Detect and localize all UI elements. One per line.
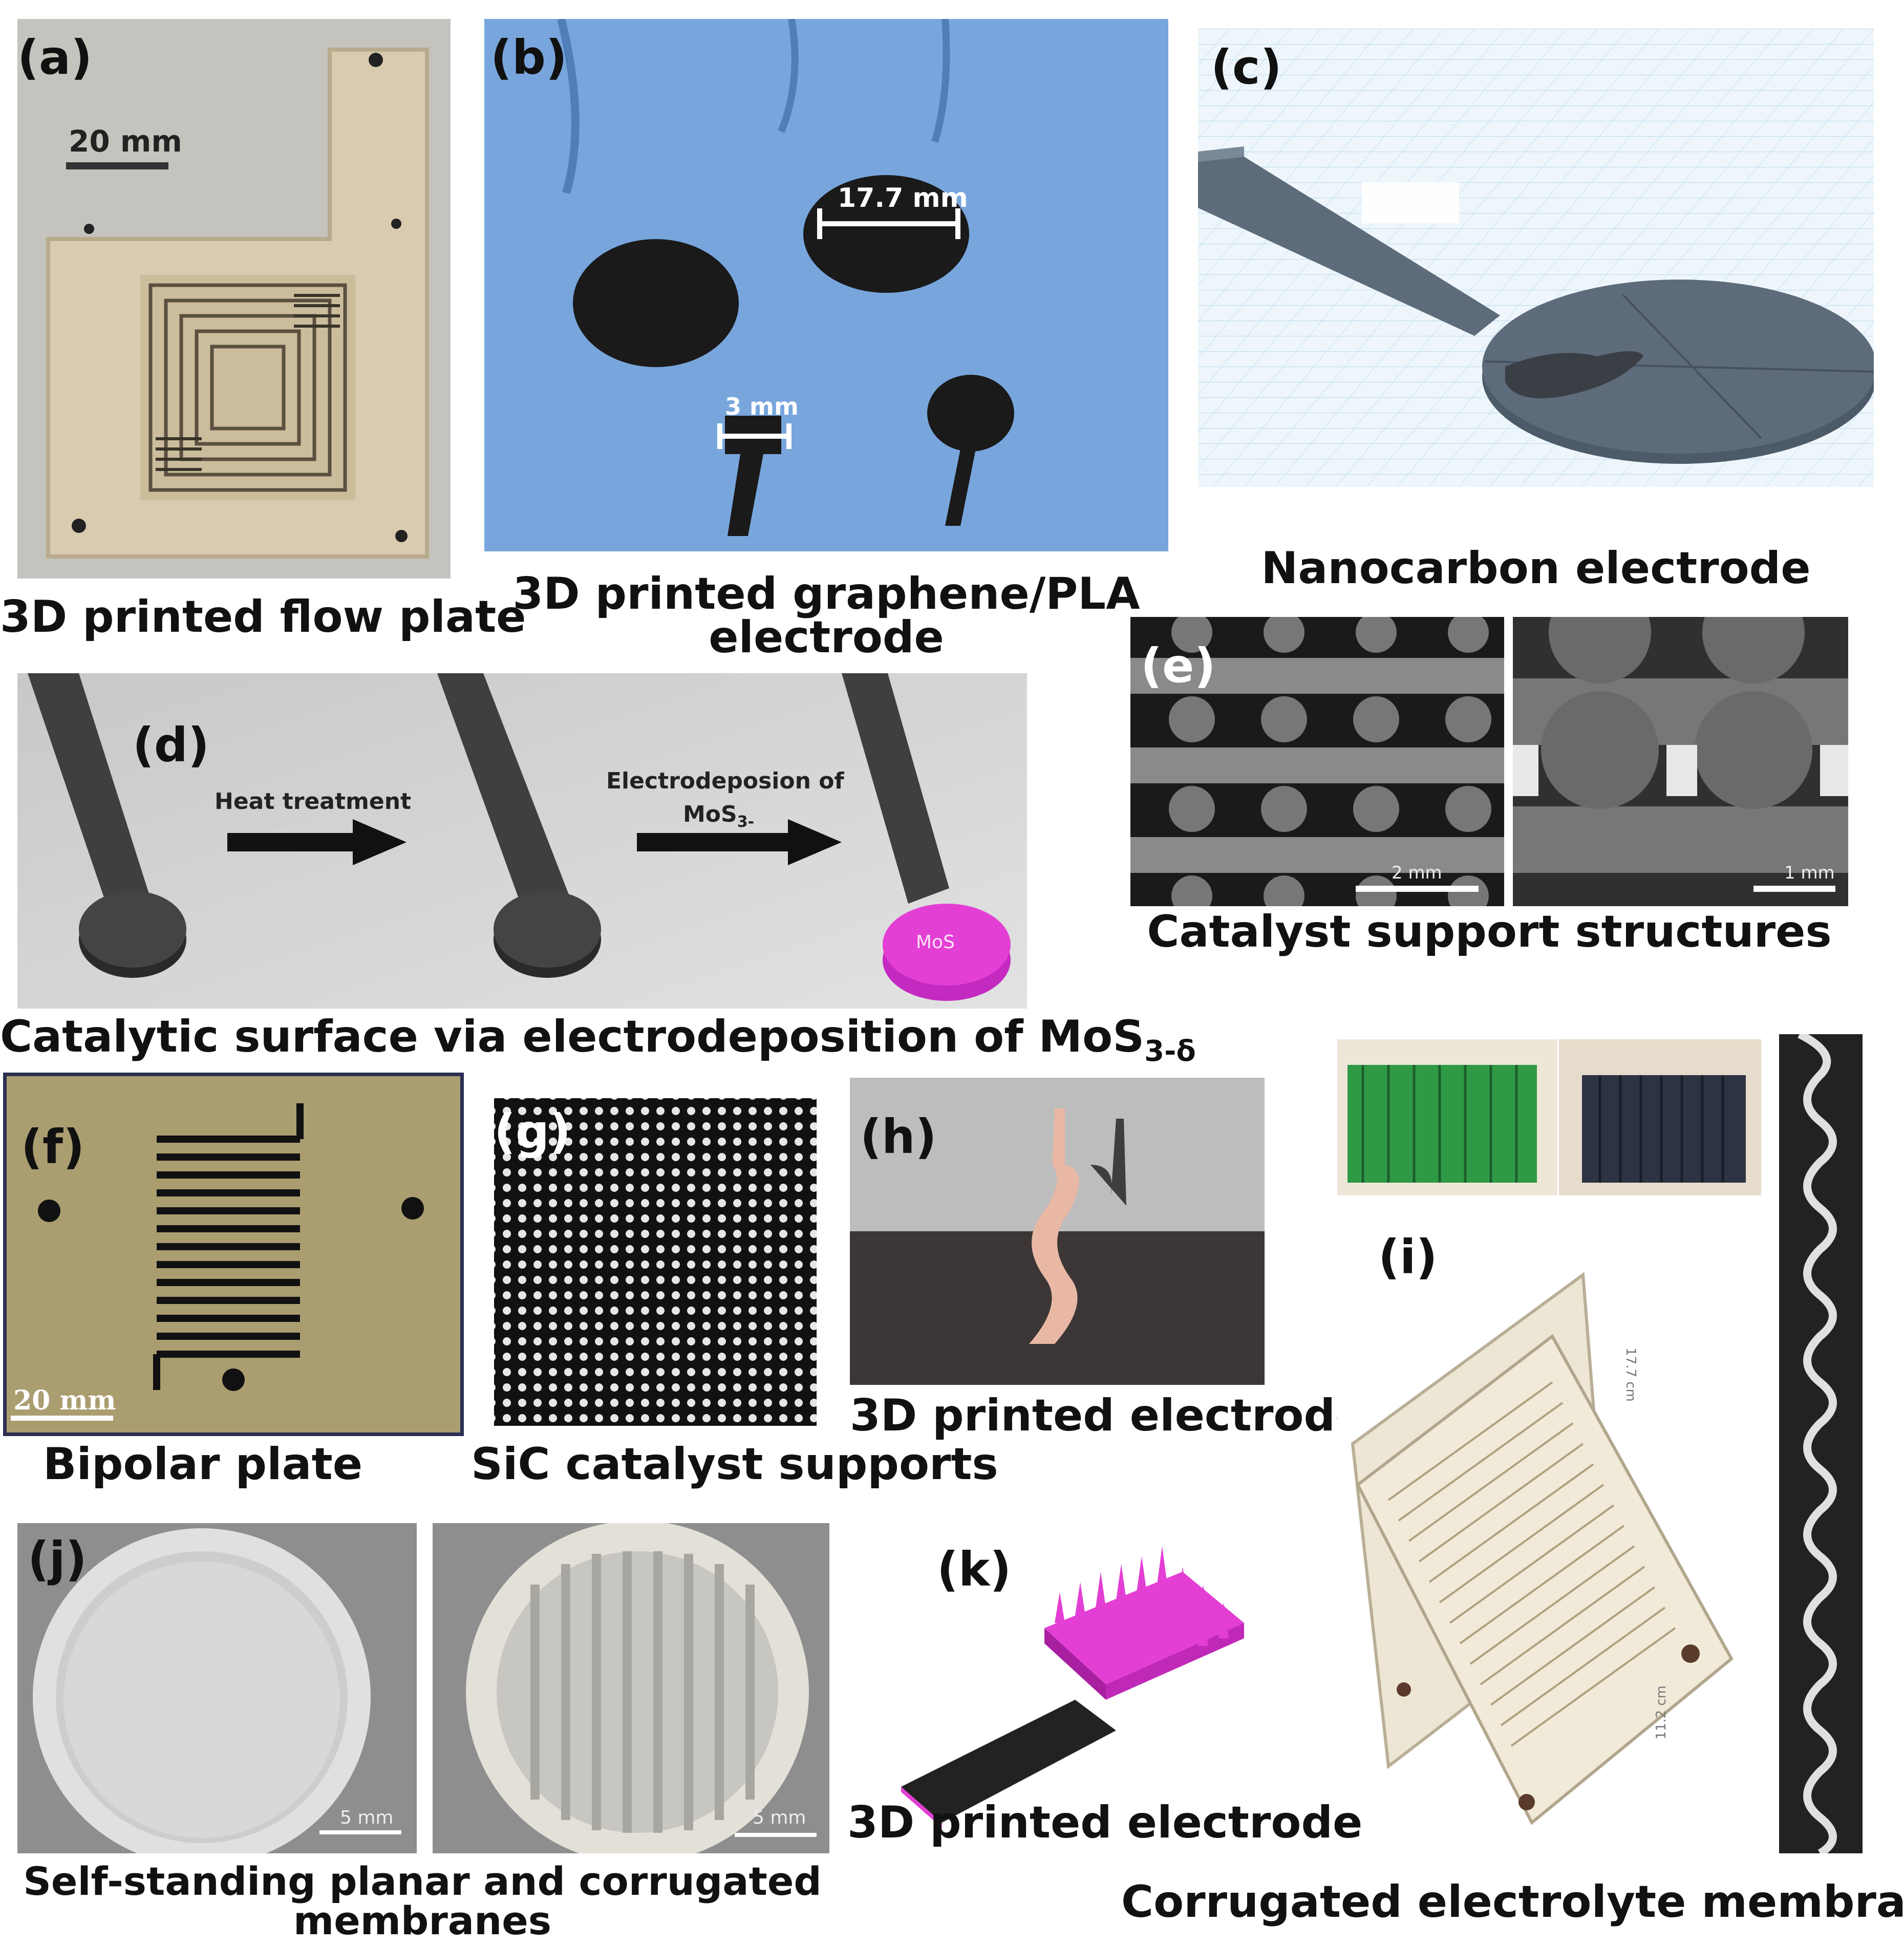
- panel-a-image: (a) 20 mm: [17, 19, 451, 579]
- panel-i-dim1: 17.7 cm: [1622, 1348, 1638, 1402]
- panel-d-caption: Catalytic surface via electrodeposition …: [0, 1014, 1196, 1067]
- corrugated-cross-section: [1779, 1034, 1863, 1853]
- bipolar-plate-photo: [3, 1073, 464, 1436]
- panel-k-label: (k): [937, 1542, 1012, 1597]
- panel-k-image: (k): [881, 1515, 1300, 1833]
- panel-j-image-right: 5 mm: [433, 1523, 829, 1853]
- panel-j-caption-line1: Self-standing planar and corrugated: [23, 1858, 822, 1904]
- panel-g-caption: SiC catalyst supports: [471, 1439, 998, 1490]
- panel-c-caption: Nanocarbon electrode: [1261, 543, 1811, 594]
- panel-c-image: (c): [1198, 29, 1874, 487]
- panel-i-top-dark: [1559, 1039, 1761, 1195]
- panel-j-scale-left: 5 mm: [340, 1807, 394, 1828]
- dark-membrane-photo: [1559, 1039, 1761, 1195]
- panel-b-caption-line2: electrode: [709, 612, 944, 663]
- corrugated-membrane-photo: [433, 1523, 829, 1853]
- panel-a-scale-text: 20 mm: [69, 124, 182, 159]
- electrodeposition-scheme: [17, 673, 1027, 1009]
- panel-h-image: (h): [850, 1078, 1265, 1385]
- panel-h-caption: 3D printed electrode: [850, 1390, 1365, 1441]
- corrugated-plate-render: [1337, 1213, 1761, 1853]
- planar-membrane-photo: [17, 1523, 417, 1853]
- panel-b-image: (b) 17.7 mm 3 mm: [484, 19, 1168, 551]
- panel-e-label: (e): [1141, 638, 1216, 693]
- panel-d-step1: Heat treatment: [215, 788, 412, 815]
- nanocarbon-cad-render: [1198, 29, 1874, 487]
- panel-d-step2-line1: Electrodeposion of: [606, 768, 844, 794]
- panel-b-measure-large: 17.7 mm: [838, 183, 968, 213]
- panel-b-caption-line1: 3D printed graphene/PLA: [512, 568, 1140, 619]
- panel-d-caption-sub: 3-δ: [1144, 1035, 1196, 1068]
- panel-a-caption: 3D printed flow plate: [0, 591, 526, 643]
- panel-j-image-left: (j) 5 mm: [17, 1523, 417, 1853]
- panel-i-top-green: [1337, 1039, 1557, 1195]
- panel-g-label: (g): [494, 1104, 571, 1159]
- panel-i-caption: Corrugated electrolyte membrane: [1121, 1876, 1904, 1928]
- panel-d-step2-line2: MoS3-: [683, 801, 754, 831]
- panel-b-measure-small: 3 mm: [725, 393, 799, 420]
- panel-i-label: (i): [1378, 1230, 1438, 1285]
- panel-e-scale-left: 2 mm: [1392, 863, 1442, 883]
- panel-e-image-right: 1 mm: [1513, 617, 1848, 906]
- panel-d-image: (d) Heat treatment Electrodeposion of Mo…: [17, 673, 1027, 1009]
- panel-j-scale-right: 5 mm: [753, 1807, 806, 1828]
- panel-d-step2-sub: 3-: [737, 812, 755, 831]
- panel-e-scale-right: 1 mm: [1784, 863, 1835, 883]
- panel-i-cad: (i) 17.7 cm 11.2 cm: [1337, 1213, 1761, 1853]
- panel-b-label: (b): [490, 30, 567, 85]
- sic-lattice-photo: [494, 1098, 817, 1426]
- panel-d-step2-mos: MoS: [683, 801, 737, 827]
- catalyst-support-sem-right: [1513, 617, 1848, 906]
- panel-f-image: (f) 20 mm: [3, 1073, 464, 1436]
- panel-e-image-left: (e) 2 mm: [1130, 617, 1504, 906]
- panel-i-wave-strip: [1779, 1034, 1863, 1853]
- panel-d-disc-label: MoS: [916, 932, 955, 953]
- panel-h-label: (h): [860, 1109, 937, 1164]
- panel-a-label: (a): [17, 30, 93, 85]
- panel-j-label: (j): [28, 1532, 87, 1587]
- panel-d-label: (d): [133, 718, 209, 773]
- panel-d-caption-text: Catalytic surface via electrodeposition …: [0, 1011, 1145, 1062]
- panel-k-caption: 3D printed electrode: [847, 1797, 1363, 1848]
- catalyst-support-sem-left: [1130, 617, 1504, 906]
- flow-plate-photo: [17, 19, 451, 579]
- printed-electrode-photo: [850, 1078, 1265, 1385]
- panel-g-image: (g): [484, 1088, 827, 1434]
- panel-i-dim2: 11.2 cm: [1653, 1685, 1669, 1740]
- panel-f-label: (f): [21, 1120, 85, 1174]
- glove-electrodes-photo: [484, 19, 1168, 551]
- green-membrane-photo: [1337, 1039, 1557, 1195]
- spiked-electrode-render: [881, 1515, 1300, 1833]
- panel-c-label: (c): [1211, 40, 1282, 95]
- panel-j-caption-line2: membranes: [293, 1898, 551, 1943]
- panel-e-caption: Catalyst support structures: [1147, 906, 1832, 957]
- panel-f-caption: Bipolar plate: [42, 1439, 363, 1490]
- panel-f-scale: 20 mm: [13, 1385, 116, 1416]
